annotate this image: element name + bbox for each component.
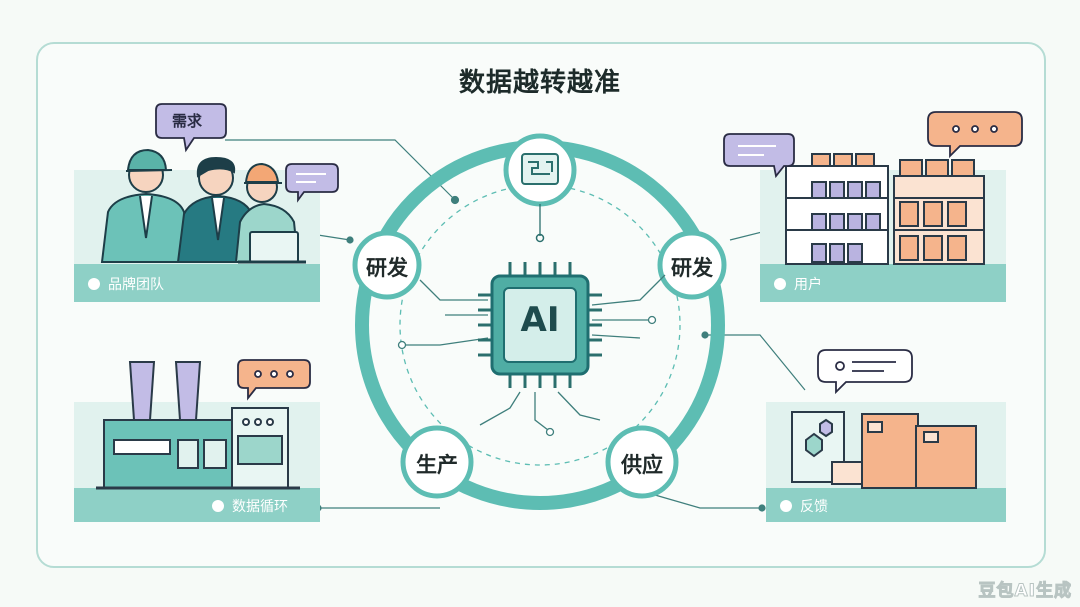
demand-bubble-label: 需求 [172,112,203,130]
node-top-right [657,230,727,300]
circuit-icon [503,133,577,243]
panel-feedback-text: 反馈 [800,499,828,515]
bullet-icon [212,500,224,512]
warehouse-shelf-icon [785,153,985,265]
panel-feedback-label: 反馈 [780,496,828,516]
speech-bubble-icon [817,349,913,395]
node-top-left-label: 研发 [366,256,408,280]
speech-bubble-icon [723,133,795,179]
inner-dashed-ring [399,184,681,466]
panel-users-label: 用户 [774,274,822,294]
laptop-icon [238,231,306,264]
node-bottom-right-label: 供应 [621,453,663,477]
page-title: 数据越转越准 [458,68,621,98]
boxes-icon [791,411,977,489]
bullet-icon [780,500,792,512]
panel-data-loop-text: 数据循环 [232,499,288,515]
ai-chip-label: AI [520,300,560,340]
watermark: 豆包AI生成 [978,581,1072,602]
panel-users-text: 用户 [794,277,822,293]
panel-data-loop-label: 数据循环 [212,496,288,516]
bullet-icon [774,278,786,290]
node-bottom-left-label: 生产 [416,453,458,477]
bullet-icon [88,278,100,290]
chip-icon [478,262,602,388]
factory-icon [96,361,300,490]
panel-brand-team-text: 品牌团队 [108,277,164,293]
node-bottom-right [605,425,679,499]
speech-bubble-icon [237,359,311,401]
chip-traces [397,274,666,437]
node-top-left [352,230,422,300]
node-bottom-left [400,425,474,499]
panel-brand-team-label: 品牌团队 [88,274,164,294]
speech-bubble-icon [927,111,1023,159]
speech-bubble-icon [285,163,339,203]
node-top-right-label: 研发 [671,256,713,280]
speech-bubble-icon [155,103,227,153]
